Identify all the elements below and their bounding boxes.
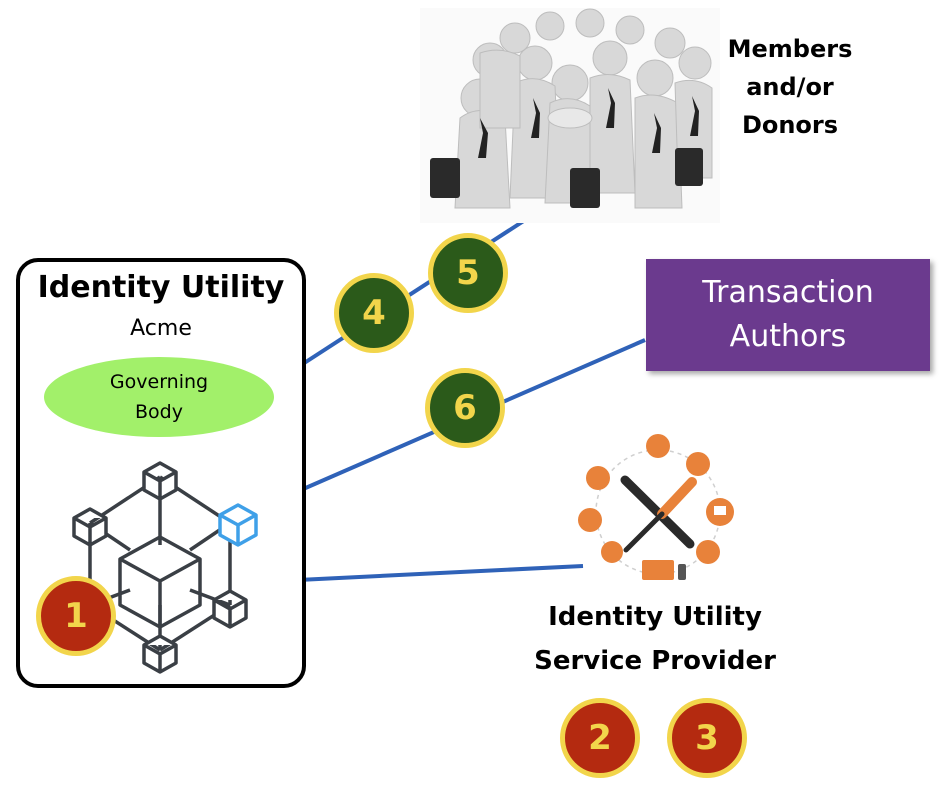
- chess-icon: [686, 452, 710, 476]
- step-badge-6: 6: [425, 368, 505, 448]
- identity-utility-org: Acme: [130, 316, 192, 341]
- step-badge-1: 1: [36, 576, 116, 656]
- members-donors-label: Members and/or Donors: [700, 30, 880, 144]
- members-line3: Donors: [741, 111, 839, 139]
- phone-icon: [678, 564, 686, 580]
- settings-gears-icon: [601, 541, 623, 563]
- transaction-authors-line2: Authors: [729, 319, 847, 354]
- service-provider-line2: Service Provider: [534, 646, 776, 676]
- step-badge-3-label: 3: [695, 718, 719, 758]
- lock-icon: [586, 466, 610, 490]
- touch-icon: [696, 540, 720, 564]
- step-badge-4-label: 4: [362, 293, 386, 333]
- transaction-authors-box: Transaction Authors: [646, 259, 930, 371]
- gear-globe-icon: [646, 434, 670, 458]
- members-line2: and/or: [746, 73, 834, 101]
- governing-body-ellipse: Governing Body: [44, 357, 274, 437]
- step-badge-6-label: 6: [453, 388, 477, 428]
- step-badge-3: 3: [667, 698, 747, 778]
- people-group-illustration: [420, 8, 720, 223]
- transaction-authors-line1: Transaction: [702, 275, 874, 310]
- arrow-provider-to-ledger: [274, 564, 584, 591]
- highlighted-cube-icon: [218, 503, 258, 547]
- identity-utility-title: Identity Utility: [37, 270, 285, 305]
- members-line1: Members: [727, 35, 853, 63]
- step-badge-2: 2: [560, 698, 640, 778]
- clock-icon: [578, 508, 602, 532]
- arrow-members-to-governing: [274, 198, 558, 383]
- monitor-icon: [642, 560, 674, 580]
- step-badge-5-label: 5: [456, 253, 480, 293]
- step-badge-5: 5: [428, 233, 508, 313]
- step-badge-1-label: 1: [64, 596, 88, 636]
- governing-body-label: Governing Body: [109, 371, 209, 423]
- service-tools-illustration: [578, 434, 734, 580]
- step-badge-2-label: 2: [588, 718, 612, 758]
- service-provider-line1: Identity Utility: [548, 602, 762, 632]
- step-badge-4: 4: [334, 273, 414, 353]
- screwdriver-icon: [623, 511, 665, 553]
